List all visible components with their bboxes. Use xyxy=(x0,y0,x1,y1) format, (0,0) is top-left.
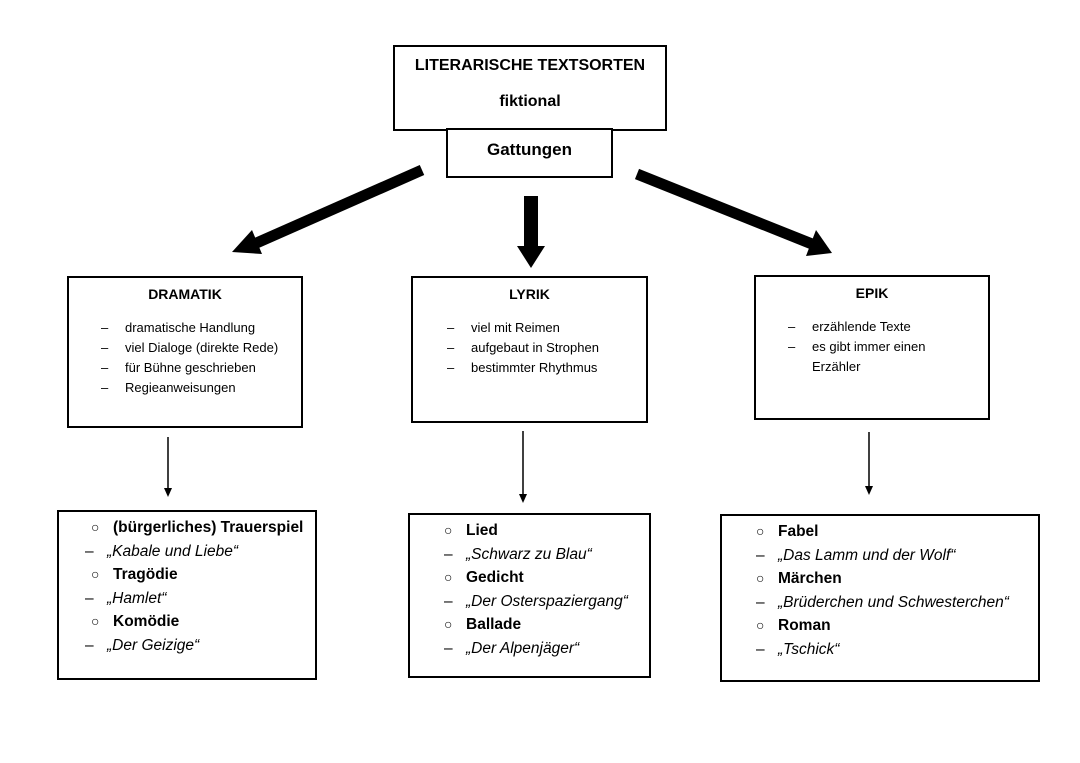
trait-item: –erzählende Texte xyxy=(788,319,911,334)
thick-arrow-center xyxy=(517,196,545,268)
genre-title-epik: EPIK xyxy=(855,285,889,301)
example-work: –„Der Alpenjäger“ xyxy=(444,639,580,657)
trait-list-lyrik: –viel mit Reimen –aufgebaut in Strophen … xyxy=(447,318,599,378)
genre-title-lyrik: LYRIK xyxy=(509,286,550,302)
example-work: –„Kabale und Liebe“ xyxy=(85,542,238,560)
example-work: –„Der Osterspaziergang“ xyxy=(444,592,628,610)
example-work: –„Hamlet“ xyxy=(85,589,167,607)
trait-item: –Regieanweisungen xyxy=(101,380,236,395)
example-list-dramatik: ○(bürgerliches) Trauerspiel –„Kabale und… xyxy=(59,516,315,657)
example-category: ○Märchen xyxy=(756,570,842,587)
examples-box-lyrik: ○Lied –„Schwarz zu Blau“ ○Gedicht –„Der … xyxy=(408,513,651,678)
trait-list-dramatik: –dramatische Handlung –viel Dialoge (dir… xyxy=(101,318,278,398)
example-list-lyrik: ○Lied –„Schwarz zu Blau“ ○Gedicht –„Der … xyxy=(410,519,649,660)
title-box: LITERARISCHE TEXTSORTEN fiktional xyxy=(393,45,667,131)
category-label: Gattungen xyxy=(487,140,572,159)
trait-item: –viel mit Reimen xyxy=(447,320,560,335)
genre-box-lyrik: LYRIK –viel mit Reimen –aufgebaut in Str… xyxy=(411,276,648,423)
examples-box-dramatik: ○(bürgerliches) Trauerspiel –„Kabale und… xyxy=(57,510,317,680)
example-category: ○Roman xyxy=(756,617,831,634)
example-category: ○Komödie xyxy=(91,613,180,630)
examples-box-epik: ○Fabel –„Das Lamm und der Wolf“ ○Märchen… xyxy=(720,514,1040,682)
example-category: ○Tragödie xyxy=(91,566,178,583)
example-work: –„Schwarz zu Blau“ xyxy=(444,545,592,563)
thin-arrow-epik xyxy=(865,432,873,495)
example-work: –„Tschick“ xyxy=(756,640,840,658)
example-category: ○Fabel xyxy=(756,523,819,540)
example-category: ○(bürgerliches) Trauerspiel xyxy=(91,519,304,536)
trait-item: –bestimmter Rhythmus xyxy=(447,360,598,375)
trait-item: –aufgebaut in Strophen xyxy=(447,340,599,355)
example-category: ○Gedicht xyxy=(444,569,524,586)
trait-item: –es gibt immer einen xyxy=(788,339,926,354)
genre-title-dramatik: DRAMATIK xyxy=(148,286,222,302)
thick-arrow-right xyxy=(634,168,832,256)
genre-box-epik: EPIK –erzählende Texte –es gibt immer ei… xyxy=(754,275,990,420)
genre-box-dramatik: DRAMATIK –dramatische Handlung –viel Dia… xyxy=(67,276,303,428)
thin-arrow-lyrik xyxy=(519,431,527,503)
example-list-epik: ○Fabel –„Das Lamm und der Wolf“ ○Märchen… xyxy=(722,520,1038,661)
diagram-title: LITERARISCHE TEXTSORTEN xyxy=(414,57,646,74)
example-work: –„Das Lamm und der Wolf“ xyxy=(756,546,956,564)
trait-list-epik: –erzählende Texte –es gibt immer einen E… xyxy=(788,317,925,377)
example-category: ○Ballade xyxy=(444,616,522,633)
example-work: –„Der Geizige“ xyxy=(85,636,200,654)
thin-arrow-dramatik xyxy=(164,437,172,497)
trait-item: –viel Dialoge (direkte Rede) xyxy=(101,340,279,355)
example-work: –„Brüderchen und Schwesterchen“ xyxy=(756,593,1009,611)
thick-arrow-left xyxy=(232,164,425,254)
trait-item-continuation: Erzähler xyxy=(812,359,861,374)
trait-item: –für Bühne geschrieben xyxy=(101,360,256,375)
diagram-subtitle: fiktional xyxy=(499,93,561,110)
example-category: ○Lied xyxy=(444,522,498,539)
trait-item: –dramatische Handlung xyxy=(101,320,256,335)
category-box: Gattungen xyxy=(446,128,613,178)
